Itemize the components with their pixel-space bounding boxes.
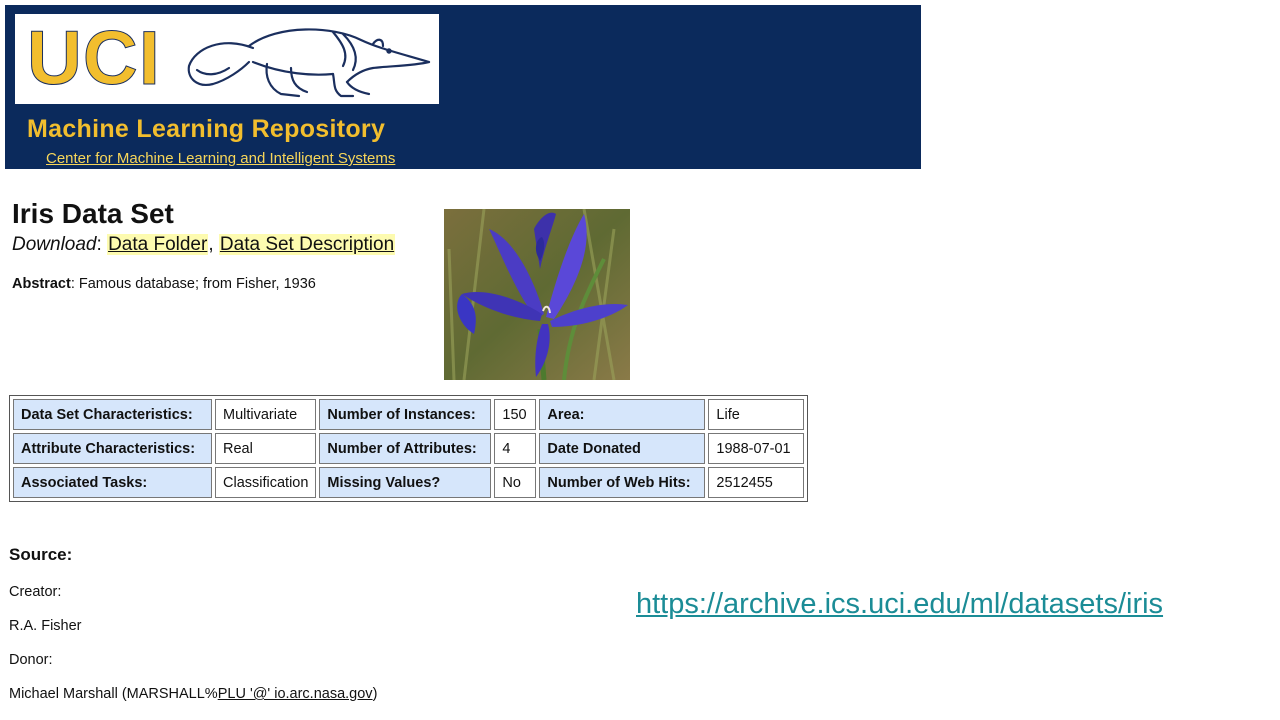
table-value-cell: 4 — [494, 433, 537, 464]
table-key-cell: Date Donated — [539, 433, 706, 464]
table-row: Associated Tasks: Classification Missing… — [13, 467, 805, 498]
table-value-cell: Life — [708, 399, 805, 430]
table-key-cell: Number of Instances: — [319, 399, 492, 430]
anteater-icon — [187, 28, 431, 98]
donor-label: Donor: — [9, 652, 53, 668]
source-heading: Source: — [9, 545, 73, 564]
creator-label: Creator: — [9, 584, 62, 600]
table-value-cell: 150 — [494, 399, 537, 430]
donor-prefix: Michael Marshall (MARSHALL% — [9, 686, 218, 702]
abstract-text: : Famous database; from Fisher, 1936 — [70, 276, 316, 292]
table-value-cell: Classification — [215, 467, 317, 498]
repository-title: Machine Learning Repository — [27, 115, 386, 143]
table-key-cell: Number of Web Hits: — [539, 467, 706, 498]
table-value-cell: Multivariate — [215, 399, 317, 430]
download-sep: : — [96, 234, 102, 255]
donor-email-link[interactable]: PLU '@' io.arc.nasa.gov — [217, 686, 373, 702]
table-key-cell: Missing Values? — [319, 467, 492, 498]
table-key-cell: Associated Tasks: — [13, 467, 212, 498]
abstract: Abstract: Famous database; from Fisher, … — [12, 276, 316, 292]
iris-flower-image — [444, 209, 630, 380]
data-set-description-link[interactable]: Data Set Description — [218, 234, 396, 255]
center-link[interactable]: Center for Machine Learning and Intellig… — [46, 150, 396, 167]
table-row: Attribute Characteristics: Real Number o… — [13, 433, 805, 464]
data-folder-link[interactable]: Data Folder — [107, 234, 209, 255]
table-key-cell: Data Set Characteristics: — [13, 399, 212, 430]
creator-name: R.A. Fisher — [9, 618, 82, 634]
page-title: Iris Data Set — [12, 198, 174, 229]
table-key-cell: Number of Attributes: — [319, 433, 492, 464]
uci-logo[interactable]: UCI — [15, 14, 439, 104]
table-value-cell: 1988-07-01 — [708, 433, 805, 464]
dataset-url-link[interactable]: https://archive.ics.uci.edu/ml/datasets/… — [636, 588, 1164, 620]
header-banner: UCI — [5, 5, 921, 169]
table-row: Data Set Characteristics: Multivariate N… — [13, 399, 805, 430]
donor-line: Michael Marshall (MARSHALL%PLU '@' io.ar… — [9, 686, 377, 702]
dataset-characteristics-table: Data Set Characteristics: Multivariate N… — [9, 395, 809, 502]
table-value-cell: No — [494, 467, 537, 498]
uci-logo-text: UCI — [27, 16, 161, 102]
download-label: Download — [12, 234, 97, 255]
link-sep: , — [208, 234, 214, 255]
table-key-cell: Area: — [539, 399, 706, 430]
table-key-cell: Attribute Characteristics: — [13, 433, 212, 464]
donor-suffix: ) — [372, 686, 378, 702]
abstract-label: Abstract — [12, 276, 71, 292]
table-value-cell: Real — [215, 433, 317, 464]
table-value-cell: 2512455 — [708, 467, 805, 498]
download-line: Download: Data Folder, Data Set Descript… — [12, 234, 396, 256]
